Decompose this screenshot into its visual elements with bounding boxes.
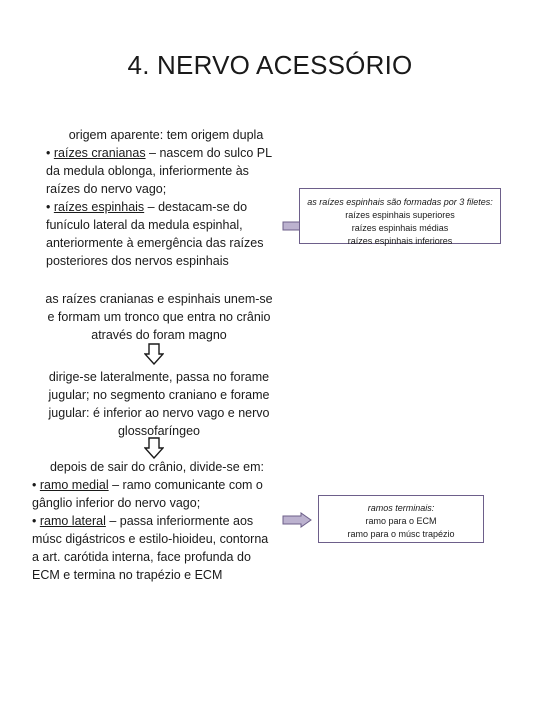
spinal-roots-line-4: posteriores dos nervos espinhais xyxy=(46,254,229,268)
spinal-roots-term: raízes espinhais xyxy=(53,200,145,214)
medial-branch-line-2: gânglio inferior do nervo vago; xyxy=(32,496,201,510)
spinal-roots-line: • raízes espinhais – destacam-se do xyxy=(46,198,286,216)
spinal-roots-box: as raízes espinhais são formadas por 3 f… xyxy=(299,188,501,246)
medial-branch-term: ramo medial xyxy=(39,478,109,492)
branches-lead: depois de sair do crânio, divide-se em: xyxy=(49,460,264,474)
down-arrow-icon xyxy=(144,437,164,459)
terminal-branches-item: ramo para o músc trapézio xyxy=(347,529,455,539)
medial-branch-text: – ramo comunicante com o xyxy=(108,478,263,492)
bullet: • xyxy=(32,478,40,492)
union-block: as raízes cranianas e espinhais unem-se … xyxy=(34,290,284,344)
lateral-branch-term: ramo lateral xyxy=(39,514,106,528)
terminal-branches-box: ramos terminais: ramo para o ECM ramo pa… xyxy=(318,495,484,543)
path-line-4: glossofaríngeo xyxy=(117,424,200,438)
lateral-branch-line: • ramo lateral – passa inferiormente aos xyxy=(32,512,282,530)
page-title: 4. NERVO ACESSÓRIO xyxy=(127,50,413,80)
spinal-roots-box-item: raízes espinhais inferiores xyxy=(347,236,453,246)
right-arrow-icon xyxy=(282,512,312,528)
down-arrow-icon xyxy=(144,343,164,365)
cranial-roots-line: • raízes cranianas – nascem do sulco PL xyxy=(46,144,286,162)
bullet: • xyxy=(32,514,40,528)
branches-block: depois de sair do crânio, divide-se em: … xyxy=(32,458,282,584)
path-line-3: jugular: é inferior ao nervo vago e nerv… xyxy=(48,406,270,420)
union-line-3: através do foram magno xyxy=(91,328,227,342)
spinal-roots-text: – destacam-se do xyxy=(144,200,248,214)
path-line-1: dirige-se lateralmente, passa no forame xyxy=(48,370,270,384)
spinal-roots-box-item: raízes espinhais superiores xyxy=(345,210,455,220)
bullet: • xyxy=(46,146,54,160)
bullet: • xyxy=(46,200,54,214)
lateral-branch-line-2: músc digástricos e estilo-hioideu, conto… xyxy=(32,532,269,546)
cranial-roots-line-3: raízes do nervo vago; xyxy=(46,182,167,196)
cranial-roots-text: – nascem do sulco PL xyxy=(145,146,273,160)
terminal-branches-heading: ramos terminais: xyxy=(367,503,435,513)
union-line-1: as raízes cranianas e espinhais unem-se xyxy=(45,292,273,306)
union-line-2: e formam um tronco que entra no crânio xyxy=(47,310,271,324)
lateral-branch-line-3: a art. carótida interna, face profunda d… xyxy=(32,550,251,564)
lateral-branch-text: – passa inferiormente aos xyxy=(105,514,254,528)
terminal-branches-item: ramo para o ECM xyxy=(365,516,437,526)
lateral-branch-line-4: ECM e termina no trapézio e ECM xyxy=(32,568,223,582)
spinal-roots-line-3: anteriormente à emergência das raízes xyxy=(46,236,264,250)
cranial-roots-line-2: da medula oblonga, inferiormente às xyxy=(46,164,249,178)
spinal-roots-box-heading: as raízes espinhais são formadas por 3 f… xyxy=(307,197,493,207)
medial-branch-line: • ramo medial – ramo comunicante com o xyxy=(32,476,282,494)
origin-lead: origem aparente: tem origem dupla xyxy=(68,128,264,142)
path-line-2: jugular; no segmento craniano e forame xyxy=(48,388,270,402)
origin-block: origem aparente: tem origem dupla • raíz… xyxy=(46,126,286,270)
cranial-roots-term: raízes cranianas xyxy=(53,146,146,160)
path-block: dirige-se lateralmente, passa no forame … xyxy=(34,368,284,440)
spinal-roots-line-2: funículo lateral da medula espinhal, xyxy=(46,218,243,232)
spinal-roots-box-item: raízes espinhais médias xyxy=(351,223,449,233)
